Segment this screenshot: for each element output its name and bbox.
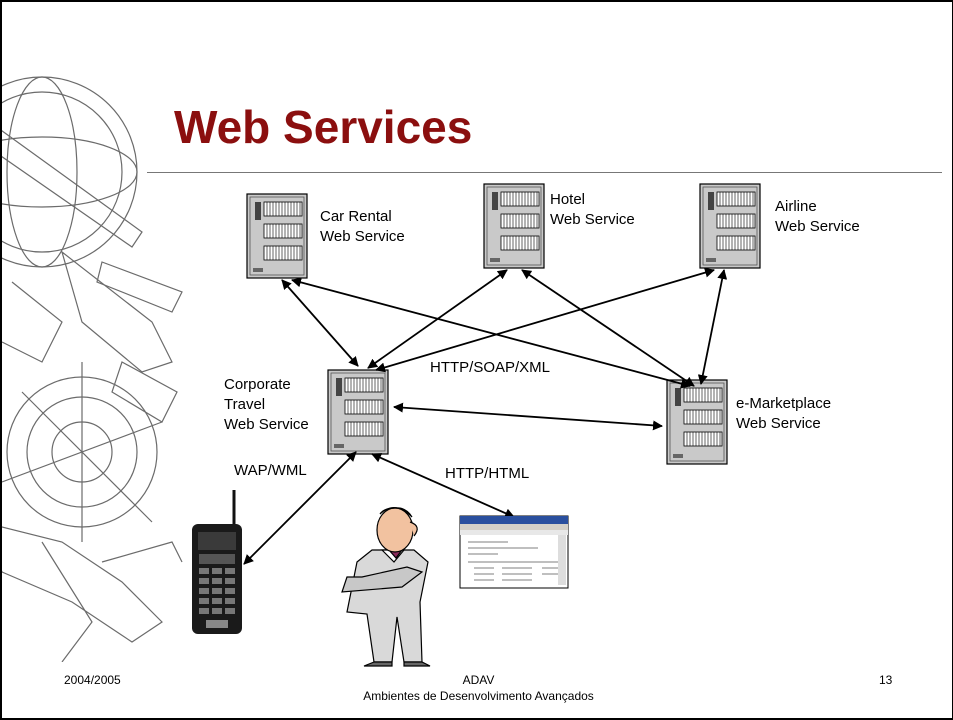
- edge-hotel-corporate: [367, 269, 508, 369]
- slide-title: Web Services: [174, 101, 473, 153]
- footer-page-number: 13: [879, 673, 893, 687]
- armillary-decoration-icon: [2, 76, 183, 662]
- footer-year: 2004/2005: [64, 673, 121, 687]
- edge-label-wap: WAP/WML: [234, 462, 307, 479]
- edge-car-corporate: [281, 279, 359, 367]
- title-divider: [147, 172, 942, 173]
- edge-corporate-browser: [371, 453, 515, 518]
- edge-corporate-phone: [243, 451, 357, 565]
- edge-corporate-emarketplace: [393, 402, 663, 431]
- server-icon-airline: [699, 183, 761, 269]
- browser-window-icon: [459, 515, 569, 589]
- user-icon: [341, 507, 431, 667]
- server-icon-e-marketplace: [666, 379, 728, 465]
- footer-course: ADAV: [462, 673, 495, 687]
- server-icon-corporate-travel: [327, 369, 389, 455]
- footer-course-full: Ambientes de Desenvolvimento Avançados: [363, 689, 594, 703]
- mobile-phone-icon: [192, 490, 242, 634]
- edge-label-soap: HTTP/SOAP/XML: [430, 359, 551, 376]
- edge-airline-emarketplace: [697, 269, 728, 385]
- server-icon-hotel: [483, 183, 545, 269]
- edge-label-html: HTTP/HTML: [445, 465, 530, 482]
- server-icon-car-rental: [246, 193, 308, 279]
- edge-airline-corporate: [375, 267, 715, 373]
